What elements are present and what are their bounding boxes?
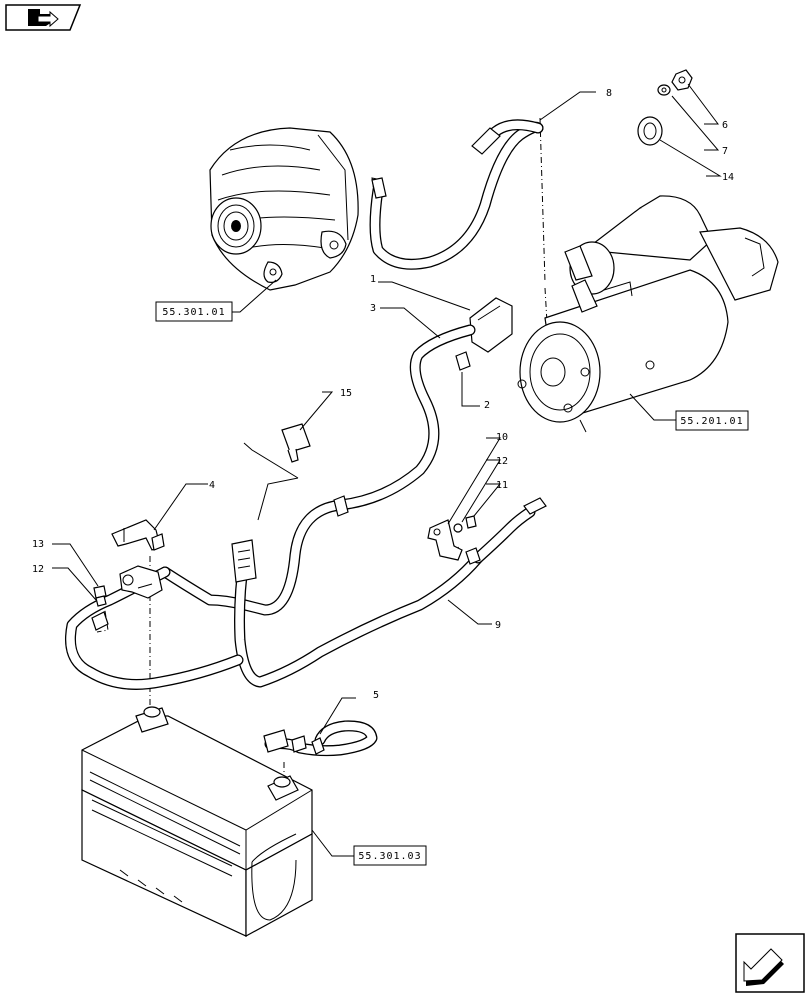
callout-1: 1 — [370, 274, 376, 285]
cable-8 — [369, 119, 544, 270]
nut-12 — [93, 585, 107, 599]
callout-8: 8 — [606, 88, 612, 99]
bolt-11 — [465, 515, 477, 529]
alternator — [209, 127, 385, 291]
terminal-cover-1 — [469, 297, 513, 353]
callout-12b: 12 — [32, 564, 44, 575]
cable-5 — [263, 720, 378, 757]
ring-14 — [637, 116, 663, 146]
callout-6: 6 — [722, 120, 728, 131]
ref-starter-label: 55.201.01 — [680, 416, 743, 427]
washer-12 — [453, 523, 463, 533]
bracket-10 — [427, 519, 463, 561]
callout-10: 10 — [496, 432, 508, 443]
clamp-4 — [111, 519, 165, 551]
cable-3 — [159, 324, 476, 616]
ref-starter[interactable]: 55.201.01 — [629, 393, 749, 431]
callout-numbers: 1 2 3 4 5 6 7 8 9 10 11 12 12 13 14 15 — [32, 88, 734, 701]
fuse-holder-cable — [231, 539, 484, 688]
callout-9: 9 — [495, 620, 501, 631]
starter-motor — [517, 195, 779, 433]
ref-alternator[interactable]: 55.301.01 — [155, 279, 277, 322]
callout-7: 7 — [722, 146, 728, 157]
ref-battery-label: 55.301.03 — [358, 851, 421, 862]
callout-5: 5 — [373, 690, 379, 701]
nut-6 — [671, 69, 693, 91]
ref-battery[interactable]: 55.301.03 — [311, 829, 427, 866]
callout-11: 11 — [496, 480, 508, 491]
callout-3: 3 — [370, 303, 376, 314]
callout-2: 2 — [484, 400, 490, 411]
callout-13: 13 — [32, 539, 44, 550]
cable-9 — [65, 497, 547, 690]
folder-arrow-icon[interactable] — [5, 4, 82, 31]
fuse-15 — [281, 423, 311, 463]
bolt-2 — [455, 351, 471, 371]
leader-lines — [52, 83, 722, 735]
screw-13 — [95, 595, 107, 607]
ref-alternator-label: 55.301.01 — [162, 307, 225, 318]
battery-terminal-clamp — [119, 565, 163, 599]
callout-15: 15 — [340, 388, 352, 399]
callout-4: 4 — [209, 480, 215, 491]
washer-7 — [657, 84, 671, 96]
battery — [81, 706, 313, 938]
next-page-arrow-icon[interactable] — [735, 933, 805, 993]
callout-12a: 12 — [496, 456, 508, 467]
callout-14: 14 — [722, 172, 734, 183]
